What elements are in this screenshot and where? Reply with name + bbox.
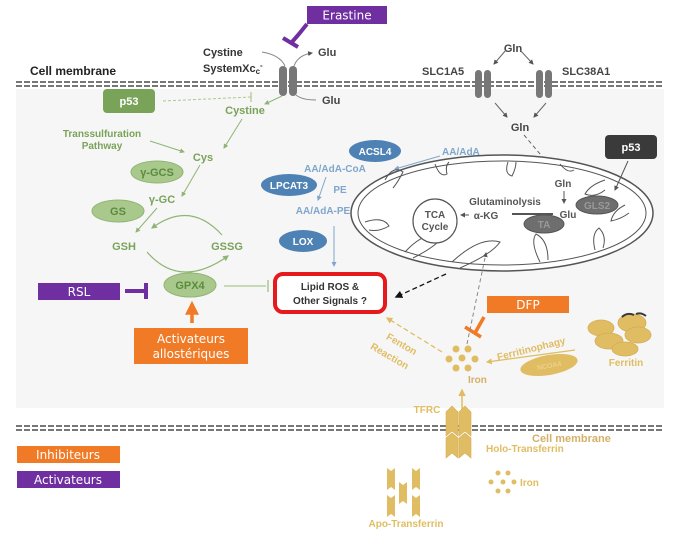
membrane-bottom-label: Cell membrane <box>532 433 611 445</box>
gssg-to-gsh-arrow <box>151 215 223 236</box>
lpcat3-enzyme <box>261 174 317 196</box>
ferritin-label: Ferritin <box>609 358 643 369</box>
transsulfuration-label-2: Pathway <box>82 141 123 152</box>
gln-out-label: Gln <box>504 43 523 55</box>
gpx4-enzyme <box>163 272 217 298</box>
dfp-label: DFP <box>516 298 539 312</box>
iron-label: Iron <box>468 375 487 386</box>
gsh-to-gssg-arrow <box>146 251 229 273</box>
dfp-drug-box <box>487 296 569 313</box>
acsl4-enzyme <box>349 140 401 162</box>
gamma-gc-label: γ-GC <box>149 194 175 206</box>
ta-enzyme <box>523 214 565 234</box>
holo-transferrin-label: Holo-Transferrin <box>486 444 564 455</box>
iron-to-mito-arrow <box>466 252 488 345</box>
gamma-gcs-enzyme <box>130 160 184 184</box>
apo-transferrin-icon <box>387 468 420 517</box>
gs-label: GS <box>110 206 126 218</box>
iron-outside-icon <box>488 470 517 494</box>
cystine-inside-label: Cystine <box>225 105 265 117</box>
pe-label: PE <box>333 185 347 196</box>
gamma-gcs-label: γ-GCS <box>140 167 174 179</box>
aa-ada-coa-label: AA/AdA-CoA <box>304 164 366 175</box>
cell-membrane-bottom <box>16 423 664 431</box>
gln-in-label: Gln <box>511 122 530 134</box>
gls2-enzyme <box>575 195 619 215</box>
gs-enzyme <box>91 199 145 223</box>
legend-inhibitors <box>17 446 120 463</box>
tca-label-2: Cycle <box>422 222 449 233</box>
p53-left-label: p53 <box>120 96 139 108</box>
tca-cycle-circle <box>412 198 458 244</box>
legend-activators <box>17 471 120 488</box>
slc38a1-transporter-icon <box>536 70 552 98</box>
fenton-arrow <box>385 317 443 353</box>
gpx4-label: GPX4 <box>175 280 205 292</box>
cys-label: Cys <box>193 152 213 164</box>
aa-ada-label: AA/AdA <box>442 147 480 158</box>
rsl-label: RSL <box>68 285 91 299</box>
mito-to-ros-arrow <box>394 273 447 298</box>
lipid-ros-line2: Other Signals ? <box>293 296 367 307</box>
allosteric-activators-box <box>134 328 248 364</box>
system-xc-label: SystemXcc- <box>203 61 263 76</box>
lipid-ros-box <box>273 272 387 314</box>
legend-activators-label: Activateurs <box>34 473 102 487</box>
legend-inhibitors-label: Inhibiteurs <box>36 448 100 462</box>
glu-out-label: Glu <box>318 47 336 59</box>
gls2-label: GLS2 <box>584 201 611 212</box>
aa-ada-pe-label: AA/AdA-PE <box>296 206 351 217</box>
p53-box-right <box>605 135 657 159</box>
gsh-label: GSH <box>112 241 136 253</box>
membrane-top-label: Cell membrane <box>30 64 116 78</box>
erastine-label: Erastine <box>322 9 371 23</box>
slc38a1-label: SLC38A1 <box>562 66 610 78</box>
erastine-inhibition-arrow <box>290 22 309 44</box>
ferritin-icon <box>587 313 652 357</box>
apo-transferrin-label: Apo-Transferrin <box>368 519 443 530</box>
transsulfuration-label-1: Transsulfuration <box>63 129 141 140</box>
tca-label-1: TCA <box>425 210 446 221</box>
tfrc-receptor-icon <box>445 405 472 459</box>
cystine-outside-label: Cystine <box>203 47 243 59</box>
ncoa4-label: NCOA4 <box>537 361 562 372</box>
mitochondrion <box>350 154 654 272</box>
iron-outside-label: Iron <box>520 478 539 489</box>
slc1a5-transporter-icon <box>475 70 491 98</box>
lox-label: LOX <box>293 237 314 248</box>
p53-box-left <box>103 89 155 113</box>
iron-pool-icon <box>445 345 479 372</box>
gln-mito-label: Gln <box>555 179 572 190</box>
acsl4-label: ACSL4 <box>359 147 392 158</box>
erastine-drug-box <box>307 6 387 24</box>
system-xc-transporter-icon <box>279 66 297 96</box>
slc1a5-label: SLC1A5 <box>422 66 464 78</box>
allosteric-activators-line1: Activateurs <box>157 332 225 346</box>
akg-label: α-KG <box>474 211 499 222</box>
ta-label: TA <box>538 220 551 231</box>
glu-mito-label: Glu <box>560 210 577 221</box>
glutaminolysis-label: Glutaminolysis <box>469 197 541 208</box>
glu-in-label: Glu <box>322 95 340 107</box>
lipid-ros-line1: Lipid ROS & <box>301 282 359 293</box>
cell-membrane-top <box>16 81 664 89</box>
allosteric-activators-line2: allostériques <box>153 347 230 361</box>
lox-enzyme <box>279 230 327 252</box>
gssg-label: GSSG <box>211 241 243 253</box>
tfrc-label: TFRC <box>414 405 441 416</box>
lpcat3-label: LPCAT3 <box>270 181 309 192</box>
dfp-inhibition-arrow <box>473 316 486 334</box>
rsl-drug-box <box>38 283 120 300</box>
p53-right-label: p53 <box>622 142 641 154</box>
ncoa4-protein <box>520 353 578 377</box>
